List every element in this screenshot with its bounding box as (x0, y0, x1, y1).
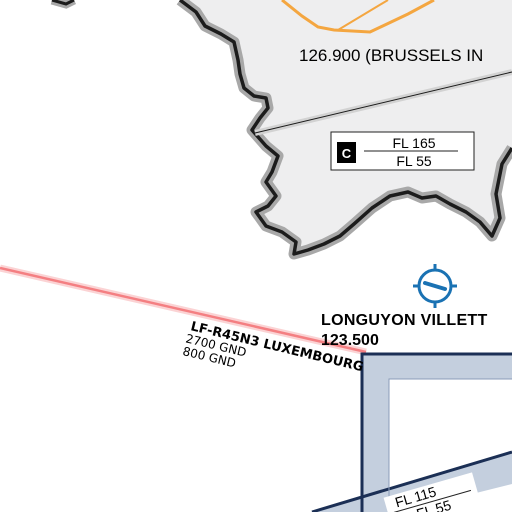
route-lines (281, 0, 435, 34)
airspace-class-badge (337, 142, 356, 163)
restricted-zone-boundary (0, 266, 367, 354)
ctr-limits-box: C FL 165 FL 55 (330, 131, 475, 171)
tma-border (360, 352, 512, 512)
sector-boundary-line (254, 71, 512, 134)
ctr-frequency: 126.900 (BRUSSELS IN (299, 46, 483, 65)
restricted-zone (0, 264, 367, 356)
airport-frequency: 123.500 (321, 332, 379, 349)
ctr-lower-limit: FL 55 (396, 153, 431, 169)
tma-diagonal-border (311, 450, 512, 512)
route-line (281, 0, 435, 34)
airport-name[interactable]: LONGUYON VILLETT (321, 312, 488, 329)
ctr-border-line (178, 0, 512, 256)
ctr-upper-limit: FL 165 (392, 135, 435, 151)
ctr-fill (180, 0, 512, 254)
border-fragment-line (51, 0, 75, 6)
airfield-icon[interactable] (413, 264, 457, 308)
ctr-area (50, 0, 512, 260)
airspace-class-letter: C (342, 146, 352, 161)
tma-inner-line (388, 378, 512, 512)
tma-limit-divider (393, 489, 472, 512)
tma-area: FL 115 FL 55 (311, 352, 512, 512)
route-line-inner (337, 0, 389, 31)
